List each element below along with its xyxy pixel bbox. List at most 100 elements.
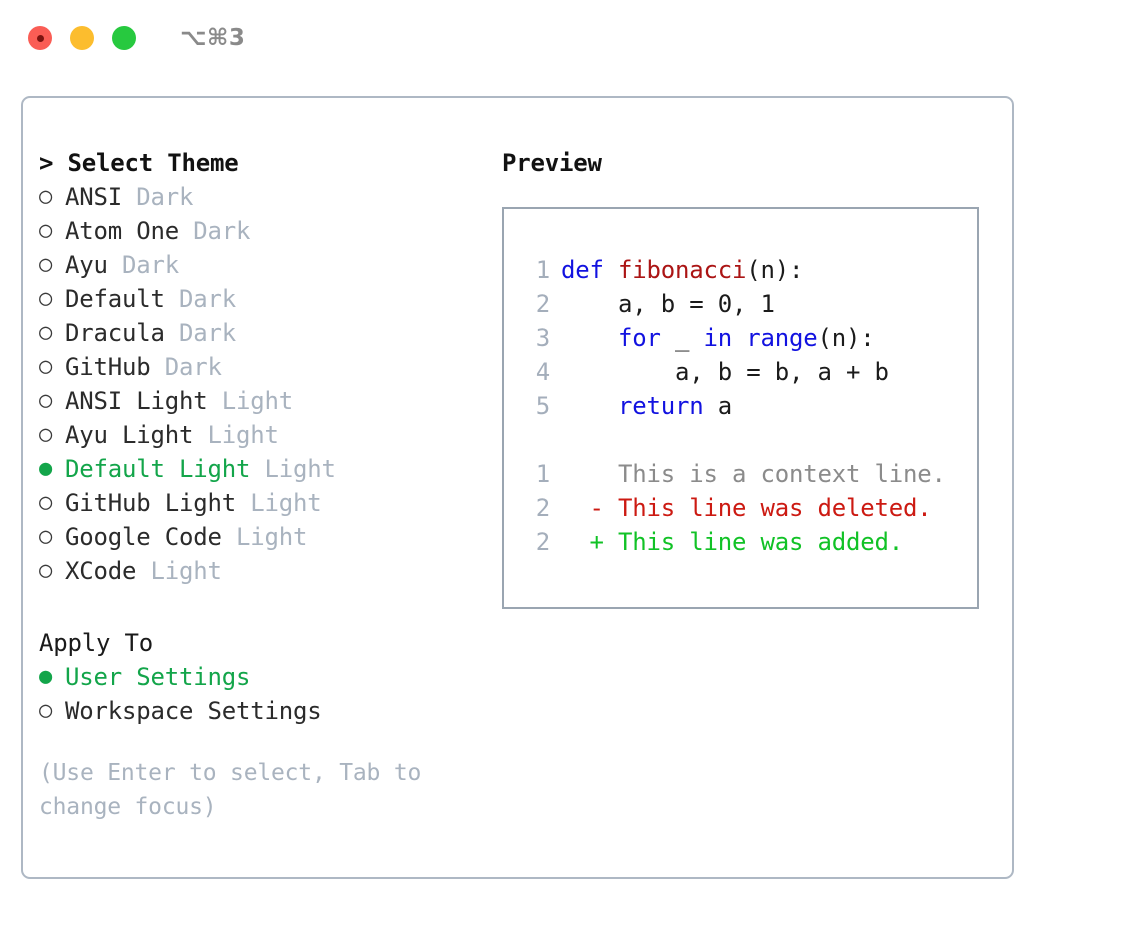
radio-unselected-icon: ○ xyxy=(39,698,53,723)
theme-option-xcode[interactable]: ○ XCode Light xyxy=(39,554,479,588)
code-line: 3 for _ in range(n): xyxy=(504,321,977,355)
option-label: ANSI xyxy=(65,183,122,211)
radio-unselected-icon: ○ xyxy=(39,422,53,447)
diff-line: 1 This is a context line. xyxy=(504,457,977,491)
line-number: 3 xyxy=(535,324,550,352)
option-suffix-label: Dark xyxy=(164,285,236,313)
theme-option-default[interactable]: ○ Default Dark xyxy=(39,282,479,316)
theme-option-github[interactable]: ○GitHub Dark xyxy=(39,350,479,384)
title-bar: ⌥⌘3 xyxy=(0,0,1140,76)
code-token xyxy=(561,324,618,352)
option-label: User Settings xyxy=(65,663,251,691)
diff-text: This is a context line. xyxy=(561,460,946,488)
option-suffix-label: Light xyxy=(136,557,222,585)
theme-option-atom-one[interactable]: ○Atom One Dark xyxy=(39,214,479,248)
maximize-button-icon[interactable] xyxy=(112,26,136,50)
select-theme-heading: > Select Theme xyxy=(39,149,239,177)
line-number: 2 xyxy=(535,494,550,522)
code-token: range xyxy=(746,324,818,352)
code-token: return xyxy=(618,392,704,420)
radio-unselected-icon: ○ xyxy=(39,184,53,209)
radio-unselected-icon: ○ xyxy=(39,320,53,345)
option-label: Default Light xyxy=(65,455,251,483)
option-label: Ayu xyxy=(65,251,108,279)
option-suffix-label: Dark xyxy=(107,251,179,279)
radio-unselected-icon: ○ xyxy=(39,558,53,583)
option-label: XCode xyxy=(65,557,137,585)
option-suffix-label: Light xyxy=(221,523,308,551)
option-suffix-label: Dark xyxy=(122,183,194,211)
radio-unselected-icon: ○ xyxy=(39,524,53,549)
option-label: Atom One xyxy=(65,217,179,245)
code-text: for _ in range(n): xyxy=(550,321,875,355)
theme-option-github-light[interactable]: ○ GitHub Light Light xyxy=(39,486,479,520)
code-token: for xyxy=(618,324,661,352)
radio-selected-icon: ● xyxy=(39,664,53,689)
code-text: a, b = b, a + b xyxy=(550,355,889,389)
code-token: a xyxy=(703,392,732,420)
code-token: a, b = b, a + b xyxy=(561,358,889,386)
theme-options-column: > Select Theme ○ANSI Dark○Atom One Dark○… xyxy=(39,146,479,824)
radio-unselected-icon: ○ xyxy=(39,252,53,277)
code-token: _ xyxy=(660,324,704,352)
code-token xyxy=(732,324,746,352)
line-number: 2 xyxy=(535,290,550,318)
diff-line: 2 + This line was added. xyxy=(504,525,977,559)
diff-text: - This line was deleted. xyxy=(561,494,932,522)
diff-preview: 1 This is a context line.2 - This line w… xyxy=(504,457,977,559)
option-label: Google Code xyxy=(65,523,222,551)
code-line: 5 return a xyxy=(504,389,977,423)
theme-option-ayu-light[interactable]: ○ Ayu Light Light xyxy=(39,418,479,452)
option-suffix-label: Light xyxy=(193,421,279,449)
theme-option-default-light[interactable]: ●Default Light Light xyxy=(39,452,479,486)
option-suffix-label: Light xyxy=(236,489,322,517)
theme-option-ansi-light[interactable]: ○ANSI Light Light xyxy=(39,384,479,418)
code-line: 2 a, b = 0, 1 xyxy=(504,287,977,321)
option-label: Dracula xyxy=(65,319,165,347)
option-label: ANSI Light xyxy=(65,387,208,415)
option-suffix-label: Dark xyxy=(150,353,222,381)
theme-option-list: ○ANSI Dark○Atom One Dark○Ayu Dark○Defaul… xyxy=(39,180,479,588)
theme-option-dracula[interactable]: ○ Dracula Dark xyxy=(39,316,479,350)
code-token: (n): xyxy=(817,324,875,352)
option-suffix-label: Dark xyxy=(179,217,251,245)
radio-unselected-icon: ○ xyxy=(39,490,53,515)
option-label: Workspace Settings xyxy=(65,697,322,725)
theme-option-ayu[interactable]: ○ Ayu Dark xyxy=(39,248,479,282)
traffic-lights xyxy=(28,26,136,50)
code-token: def xyxy=(561,256,618,284)
code-token: a, b = 0, 1 xyxy=(561,290,775,318)
radio-unselected-icon: ○ xyxy=(39,286,53,311)
radio-unselected-icon: ○ xyxy=(39,354,53,379)
theme-option-google-code[interactable]: ○ Google Code Light xyxy=(39,520,479,554)
diff-text: + This line was added. xyxy=(561,528,903,556)
code-token: in xyxy=(703,324,733,352)
line-number: 5 xyxy=(535,392,550,420)
radio-unselected-icon: ○ xyxy=(39,388,53,413)
theme-option-ansi[interactable]: ○ ANSI Dark xyxy=(39,180,479,214)
code-token: fibonacci xyxy=(618,256,747,284)
close-button-icon[interactable] xyxy=(28,26,52,50)
code-token xyxy=(561,392,618,420)
code-text: a, b = 0, 1 xyxy=(550,287,775,321)
option-label: Ayu Light xyxy=(65,421,194,449)
option-suffix-label: Light xyxy=(250,455,336,483)
option-label: GitHub Light xyxy=(65,489,236,517)
minimize-button-icon[interactable] xyxy=(70,26,94,50)
line-number: 1 xyxy=(535,460,550,488)
option-suffix-label: Dark xyxy=(164,319,236,347)
option-label: Default xyxy=(65,285,165,313)
diff-line: 2 - This line was deleted. xyxy=(504,491,977,525)
code-text: def fibonacci(n): xyxy=(550,253,803,287)
apply-option-workspace-settings[interactable]: ○ Workspace Settings xyxy=(39,694,479,728)
preview-heading: Preview xyxy=(502,149,602,177)
code-token: (n): xyxy=(746,256,804,284)
keyboard-shortcut-label: ⌥⌘3 xyxy=(180,25,246,51)
apply-option-user-settings[interactable]: ● User Settings xyxy=(39,660,479,694)
code-line: 4 a, b = b, a + b xyxy=(504,355,977,389)
apply-to-heading: Apply To xyxy=(39,629,153,657)
